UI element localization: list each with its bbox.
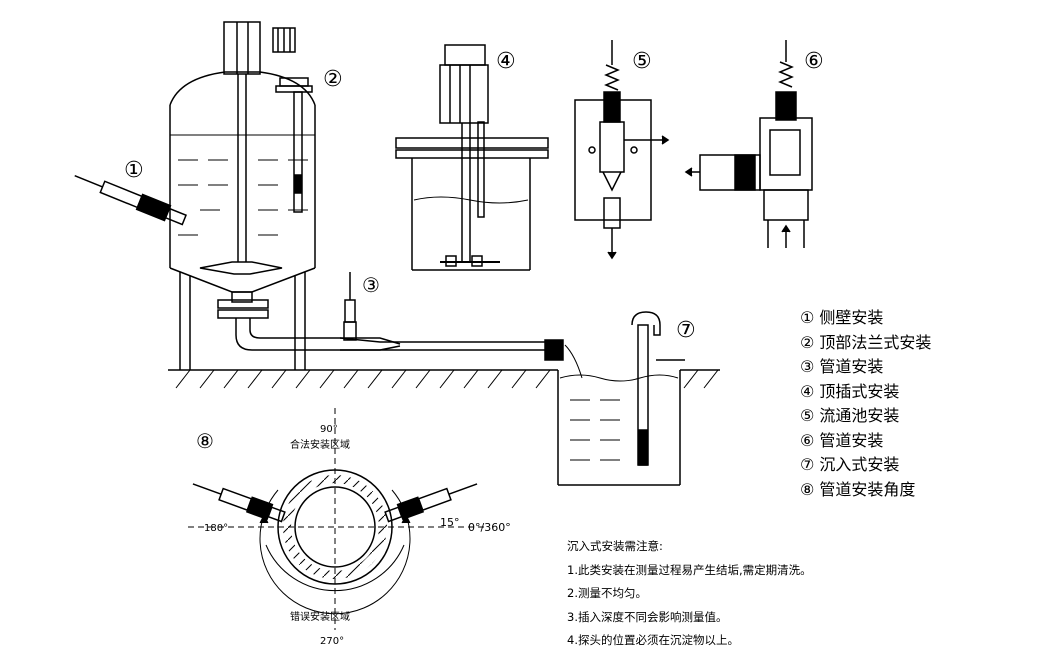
callout-6: ⑥ [804, 49, 824, 74]
legend-item-5: ⑤ 流通池安装 [800, 406, 900, 425]
notes: 沉入式安装需注意: 1.此类安装在测量过程易产生结垢,需定期清洗。 2.测量不均… [567, 535, 1037, 653]
pipe-angle-diagram [188, 408, 488, 630]
callout-7: ⑦ [676, 318, 696, 343]
callouts: ① ② ③ ④ ⑤ ⑥ ⑦ ⑧ [124, 49, 824, 453]
pipeline [217, 272, 583, 379]
legend-item-2: ② 顶部法兰式安装 [800, 332, 932, 352]
angle-15: 15° [440, 516, 460, 529]
callout-8: ⑧ [196, 429, 214, 453]
callout-4: ④ [496, 49, 516, 74]
note-3: 3.插入深度不同会影响测量值。 [567, 609, 728, 624]
notes-title: 沉入式安装需注意: [567, 539, 663, 553]
legend-item-1: ① 侧壁安装 [800, 308, 884, 327]
legend-item-7: ⑦ 沉入式安装 [800, 455, 900, 474]
legend-item-4: ④ 顶插式安装 [800, 381, 900, 401]
angle-labels: 90° 合法安装区域 180° 15° 0°/360° 错误安装区域 270° [204, 424, 511, 647]
callout-3: ③ [362, 273, 380, 297]
callout-2: ② [323, 67, 343, 92]
note-4: 4.探头的位置必须在沉淀物以上。 [567, 633, 739, 647]
angle-90: 90° [320, 424, 338, 435]
note-2: 2.测量不均匀。 [567, 586, 647, 600]
callout-5: ⑤ [632, 49, 652, 74]
immersion-basin [557, 311, 685, 486]
legend: ① 侧壁安装 ② 顶部法兰式安装 ③ 管道安装 ④ 顶插式安装 ⑤ 流通池安装 … [800, 306, 1030, 502]
legal-zone-label: 合法安装区域 [290, 438, 350, 451]
ground-line [168, 369, 720, 389]
legend-item-3: ③ 管道安装 [800, 357, 884, 376]
callout-1: ① [124, 158, 144, 183]
legend-item-8: ⑧ 管道安装角度 [800, 479, 916, 499]
top-insertion-tank [395, 44, 549, 271]
angle-180: 180° [204, 523, 228, 534]
pipe-tee [684, 40, 813, 248]
side-wall-sensor [74, 174, 187, 226]
note-1: 1.此类安装在测量过程易产生结垢,需定期清洗。 [567, 562, 812, 577]
angle-270: 270° [320, 636, 344, 647]
wrong-zone-label: 错误安装区域 [290, 610, 350, 623]
angle-0-360: 0°/360° [468, 521, 511, 534]
stirred-tank [169, 21, 316, 370]
flow-cell [574, 40, 670, 260]
legend-item-6: ⑥ 管道安装 [800, 430, 884, 450]
